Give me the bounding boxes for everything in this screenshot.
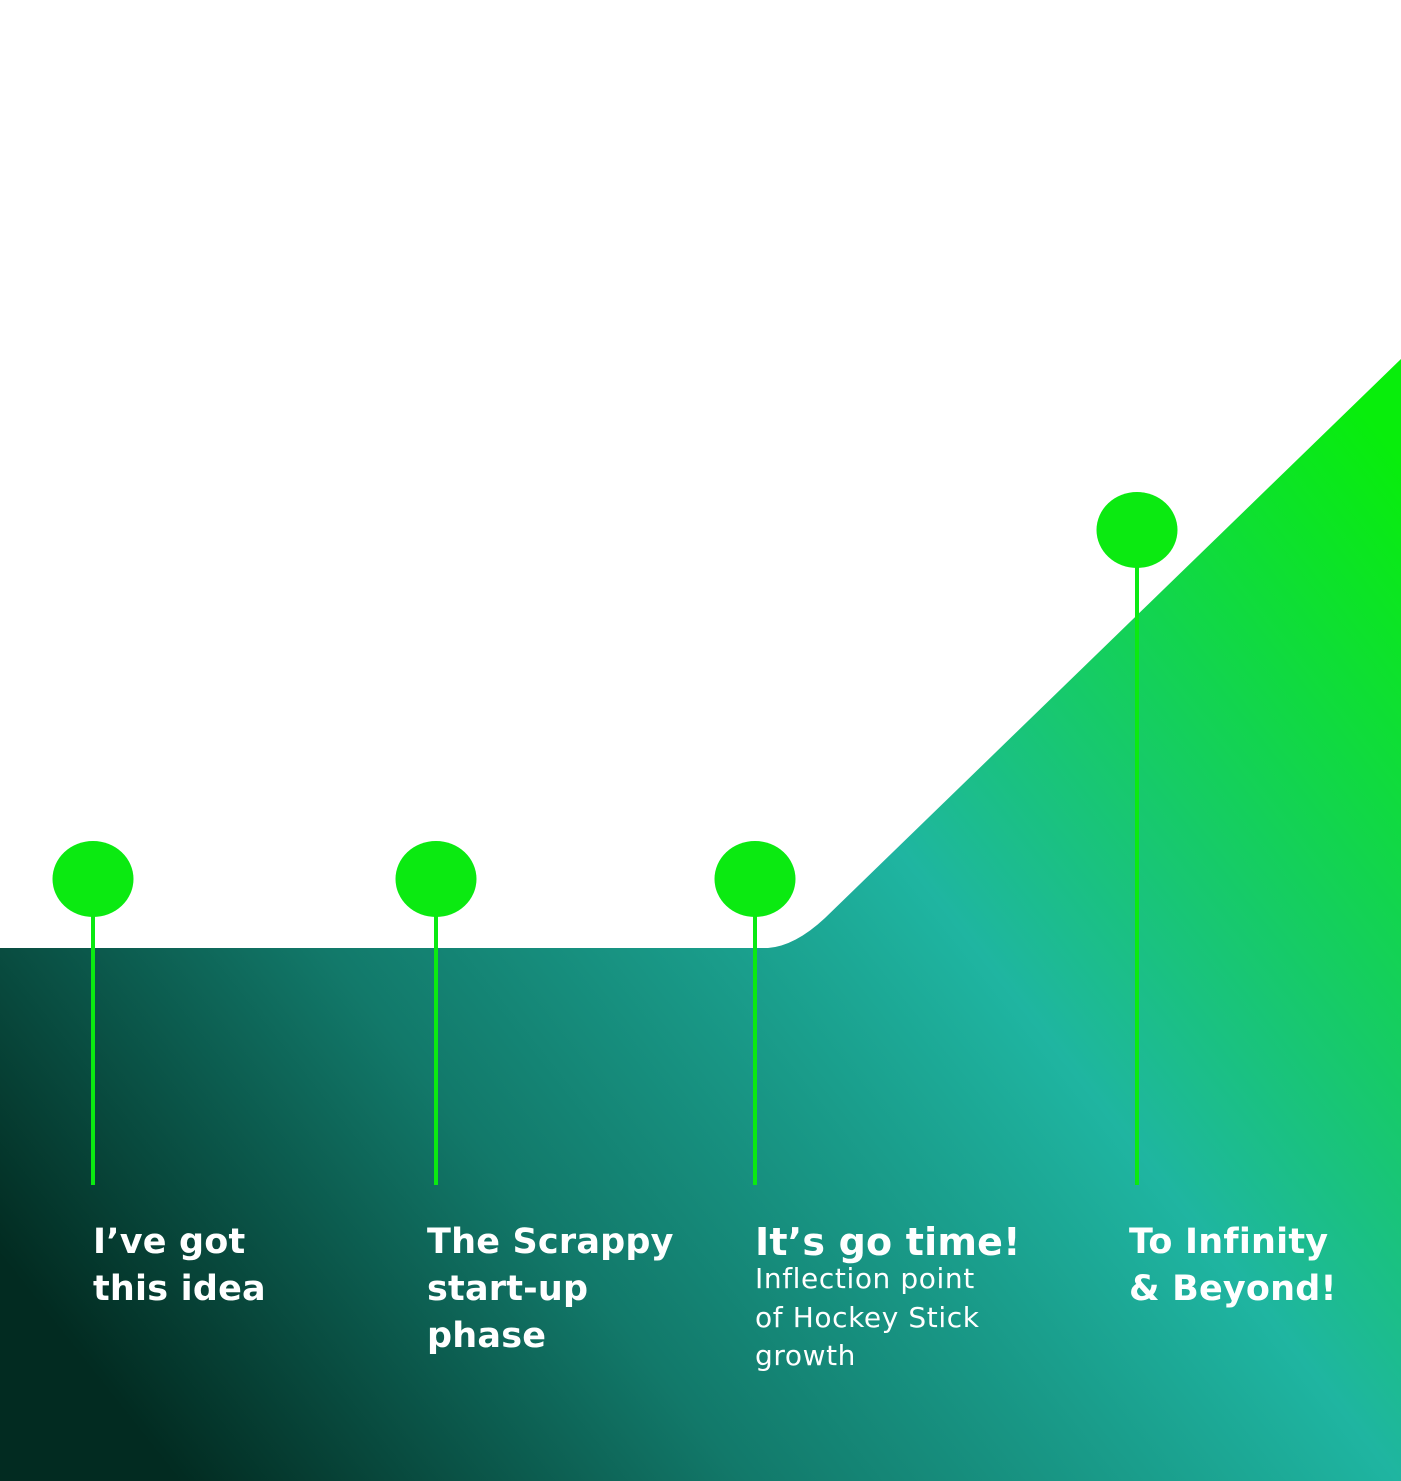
stage-marker-2 — [395, 841, 477, 1185]
stage-label-infinity: To Infinity & Beyond! — [1129, 1219, 1394, 1313]
stage-label-idea: I’ve got this idea — [93, 1219, 393, 1313]
stage-title: To Infinity & Beyond! — [1129, 1222, 1337, 1309]
growth-area — [0, 359, 1401, 1481]
stage-title: I’ve got this idea — [93, 1222, 266, 1309]
marker-dot — [1096, 492, 1178, 568]
stage-label-startup: The Scrappy start-up phase — [427, 1219, 747, 1360]
marker-dot — [52, 841, 134, 917]
marker-dot — [714, 841, 796, 917]
stage-subtitle: Inflection point of Hockey Stick growth — [755, 1262, 980, 1372]
stage-title: The Scrappy start-up phase — [427, 1222, 674, 1356]
stage-marker-4 — [1096, 492, 1178, 1185]
stage-label-go-time: It’s go time! Inflection point of Hockey… — [755, 1219, 1075, 1376]
stage-marker-3 — [714, 841, 796, 1185]
stage-marker-1 — [52, 841, 134, 1185]
marker-dot — [395, 841, 477, 917]
stage-title: It’s go time! — [755, 1220, 1021, 1264]
